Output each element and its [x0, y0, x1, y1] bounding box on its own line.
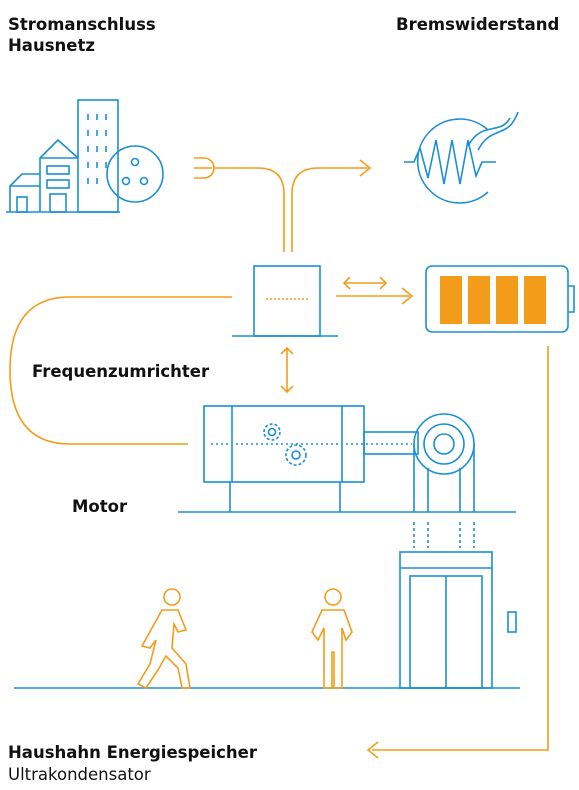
battery-icon	[425, 265, 575, 333]
storage-return-line	[372, 346, 549, 751]
label-storage-title: Haushahn Energiespeicher	[8, 743, 257, 762]
elevator-car-icon	[399, 551, 517, 689]
battery-cell	[524, 276, 546, 324]
label-storage-subtitle: Ultrakondensator	[8, 765, 151, 784]
label-frequency-converter: Frequenzumrichter	[32, 362, 210, 381]
power-socket-icon	[106, 145, 164, 203]
battery-cell	[440, 276, 462, 324]
buildings-icon	[6, 99, 120, 213]
gear-icon	[285, 444, 307, 466]
person-walking-icon	[136, 588, 191, 690]
label-grid-line2: Hausnetz	[8, 36, 95, 55]
label-grid-connection: Stromanschluss Hausnetz	[8, 14, 156, 56]
gear-icon	[263, 423, 281, 441]
label-brake-resistor: Bremswiderstand	[396, 15, 560, 34]
converter-icon	[232, 265, 338, 337]
label-grid-line1: Stromanschluss	[8, 15, 156, 34]
battery-cell	[468, 276, 490, 324]
bidirectional-arrow-icon	[342, 276, 388, 290]
battery-cell	[496, 276, 518, 324]
person-standing-icon	[311, 588, 353, 689]
resistor-icon	[404, 111, 519, 204]
pulley-icon	[413, 413, 475, 548]
plug-icon	[194, 157, 215, 179]
vertical-arrow-icon	[280, 346, 294, 394]
arrow-left-icon	[366, 741, 379, 759]
label-motor: Motor	[72, 497, 128, 516]
